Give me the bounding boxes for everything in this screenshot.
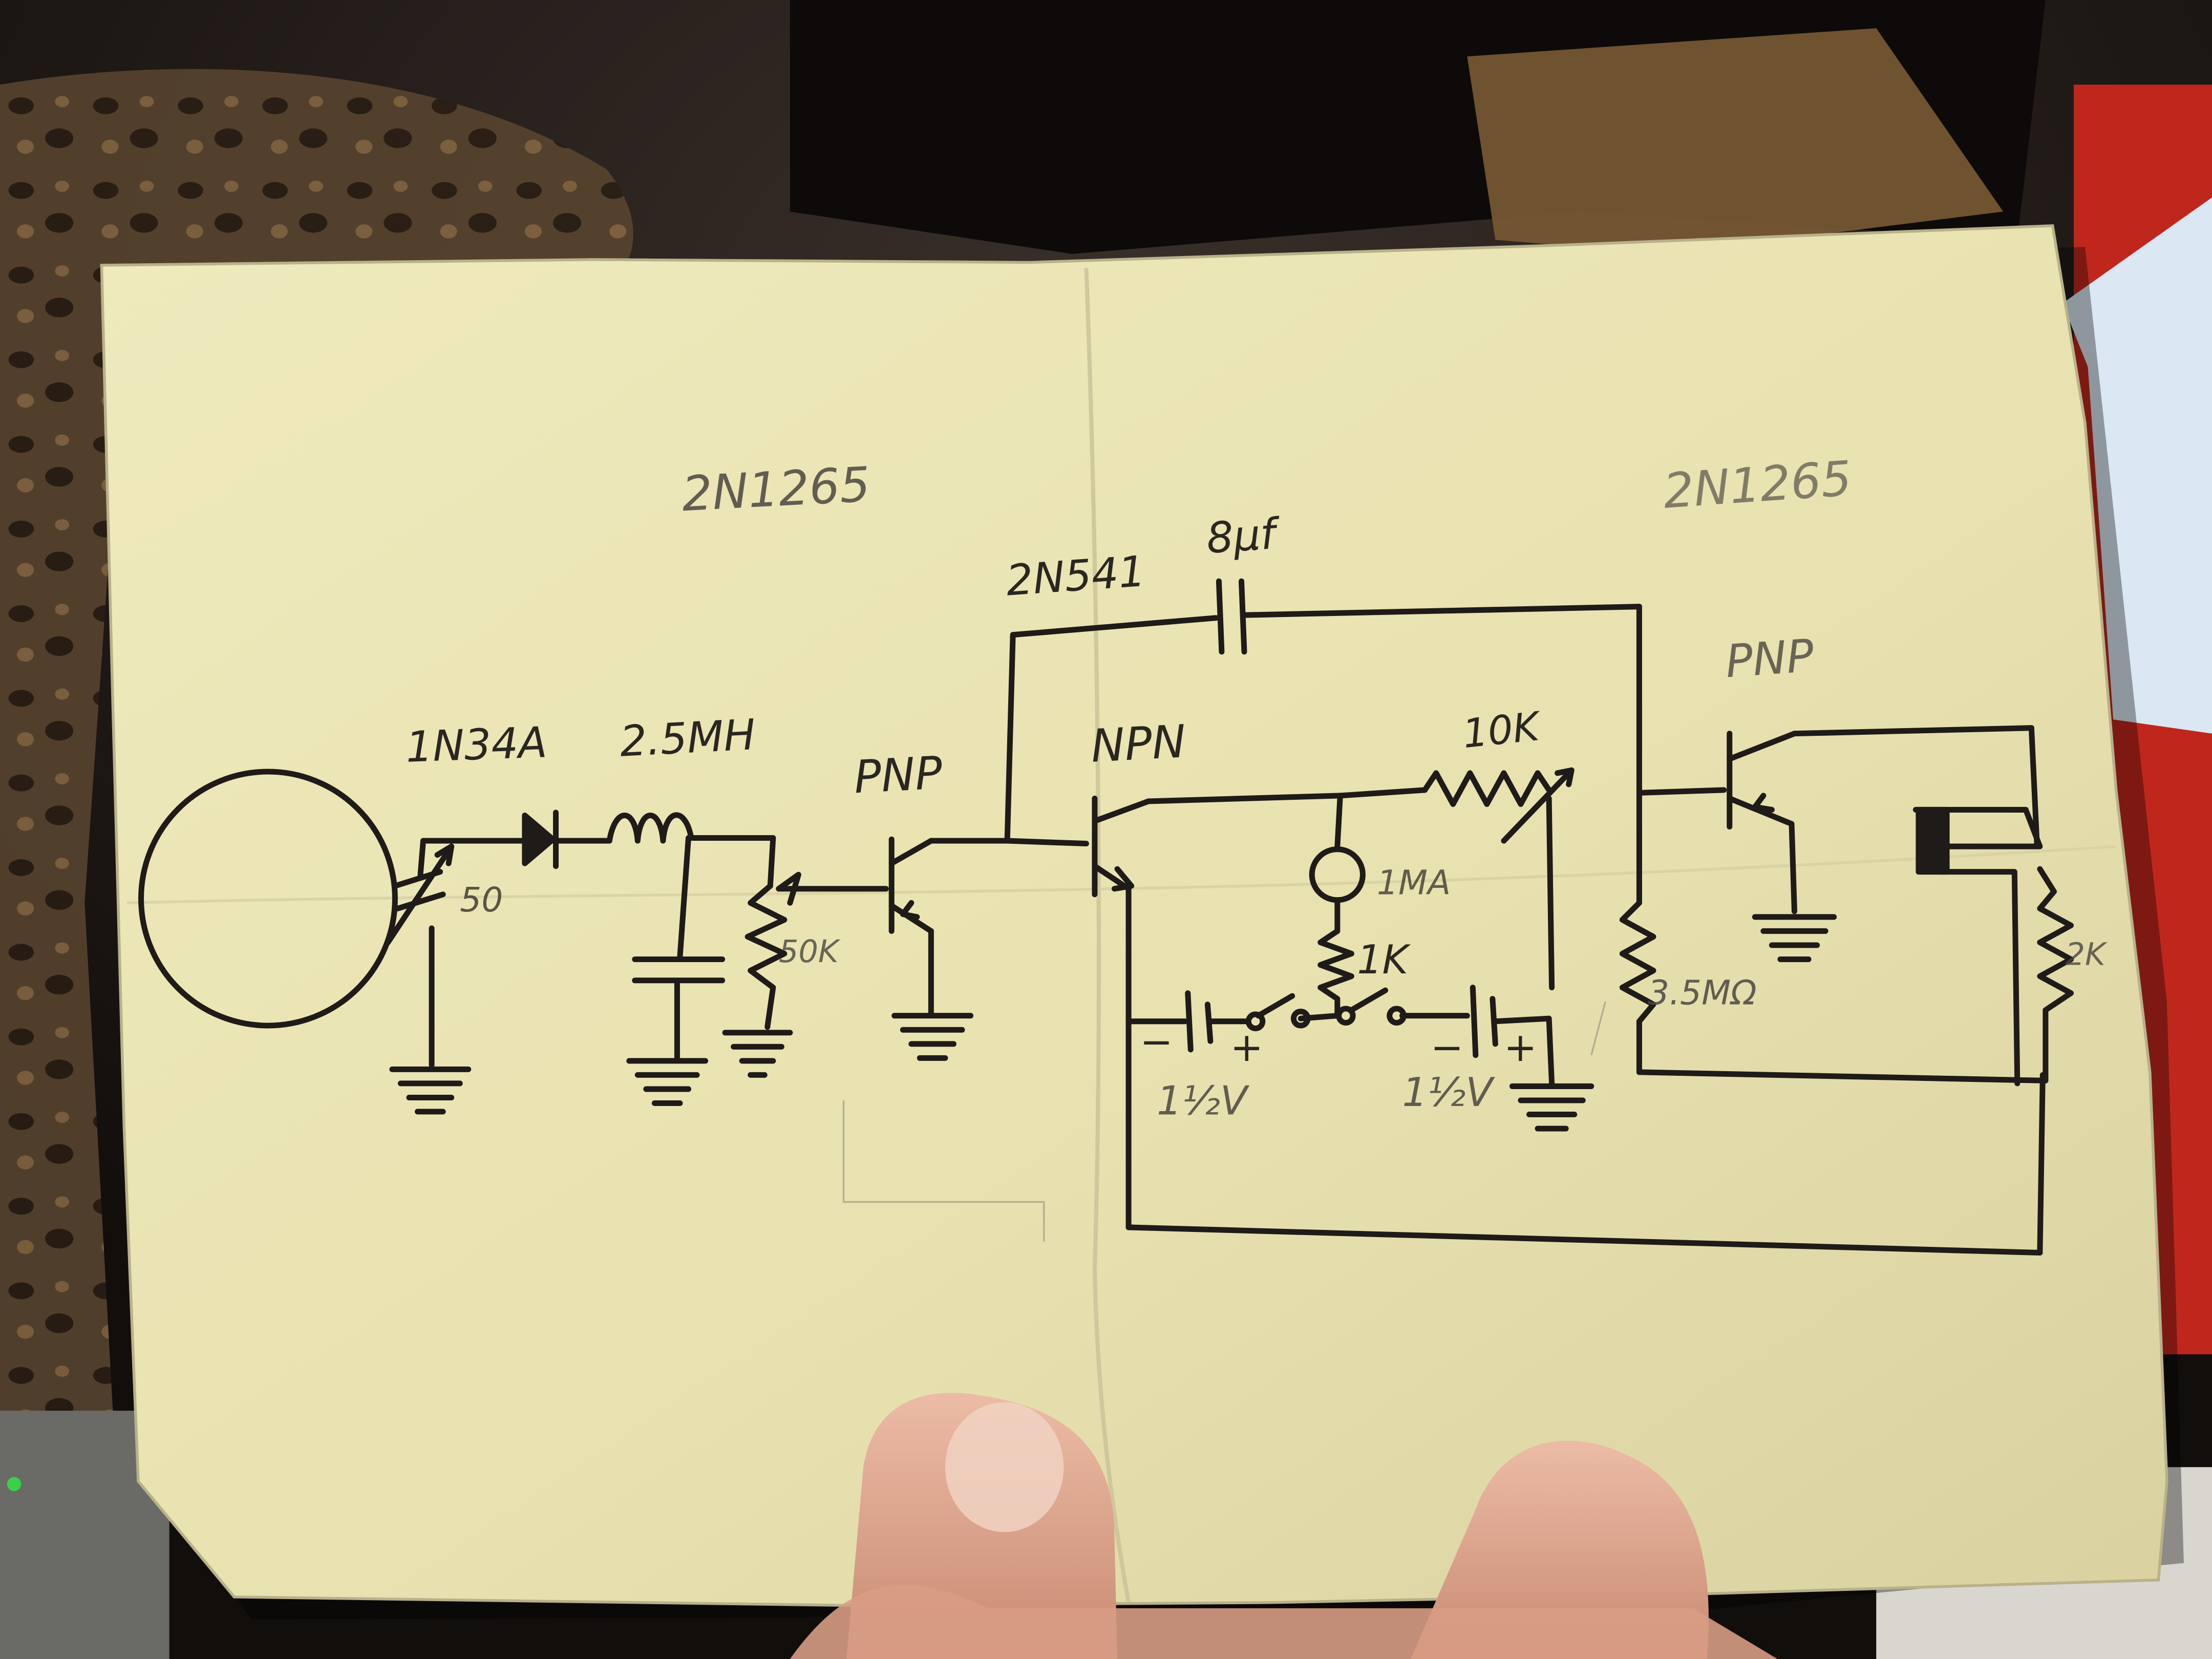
label-diode: 1N34A [405, 718, 548, 772]
label-battery-right-plus: + [1504, 1025, 1537, 1071]
resistor-right [2037, 888, 2074, 1083]
pencil-label-q1-part: 2N1265 [680, 457, 871, 522]
green-led [7, 1477, 22, 1492]
label-battery-left-minus: − [1140, 1019, 1173, 1065]
label-pot: 50K [779, 934, 841, 970]
paper-fold-horizontal [126, 845, 2116, 905]
label-battery-right: 1½V [1402, 1070, 1496, 1116]
ground-symbol [891, 1013, 974, 1061]
ground-symbol [1752, 914, 1837, 962]
label-resistor-1k: 1K [1357, 937, 1411, 983]
label-battery-left: 1½V [1157, 1078, 1250, 1124]
transistor-q1 [888, 836, 1010, 1016]
ground-symbol [1509, 1083, 1594, 1132]
diode-symbol [491, 810, 612, 869]
label-q1-type: PNP [853, 746, 943, 803]
holding-hand [790, 1393, 1778, 1659]
jack-sleeve [1916, 806, 1950, 875]
label-resistor-10k: 10K [1460, 703, 1544, 757]
potentiometer-50k [745, 883, 788, 1030]
label-tuning-cap: 50 [460, 880, 503, 920]
label-resistor-right: 2K [2065, 937, 2108, 972]
resistor-1k [1317, 928, 1354, 1019]
index-finger [1411, 1440, 1709, 1659]
label-q2-type: NPN [1090, 715, 1187, 773]
paper-fold-line [1084, 268, 1131, 1603]
inductor-coil [606, 812, 694, 844]
transistor-q2 [1092, 795, 1152, 898]
switch-contact [1245, 1011, 1266, 1031]
schematic-ink [138, 578, 2074, 1256]
monitor-screen [2062, 197, 2212, 734]
label-battery-left-plus: + [1230, 1025, 1263, 1071]
resistor-10k [1422, 770, 1552, 807]
loop-antenna [138, 769, 398, 1029]
leopard-blanket [0, 69, 633, 1425]
cardboard-box [1467, 28, 2004, 254]
label-battery-right-minus: − [1431, 1025, 1464, 1071]
ground-symbol [722, 1030, 793, 1078]
ground-symbol [389, 1066, 472, 1115]
transistor-q3 [1727, 731, 1798, 830]
palm-edge [790, 1585, 1778, 1659]
resistor-3-5m [1619, 900, 1656, 1075]
tuning-capacitor [385, 838, 497, 1068]
label-coupling-cap: 8µf [1205, 509, 1283, 563]
paper-sheet [100, 224, 2168, 1607]
label-meter: 1MA [1377, 863, 1451, 903]
label-inductor: 2.5MH [619, 710, 757, 767]
ground-symbol [626, 1058, 709, 1107]
earphone-jack [1912, 806, 2043, 1087]
pencil-guide-lines [842, 1001, 1606, 1242]
switch-contact [1336, 1006, 1356, 1026]
pencil-label-q3-part: 2N1265 [1662, 451, 1854, 519]
label-q3-type: PNP [1724, 629, 1816, 688]
label-resistor-3-5m: 3.5MΩ [1648, 973, 1757, 1013]
thumbnail [945, 1402, 1064, 1533]
label-q2-part: 2N541 [1005, 547, 1147, 606]
schematic-labels: 1N34A 2.5MH 50 PNP 50K 2N541 8µf NPN 10K… [405, 509, 2108, 1124]
